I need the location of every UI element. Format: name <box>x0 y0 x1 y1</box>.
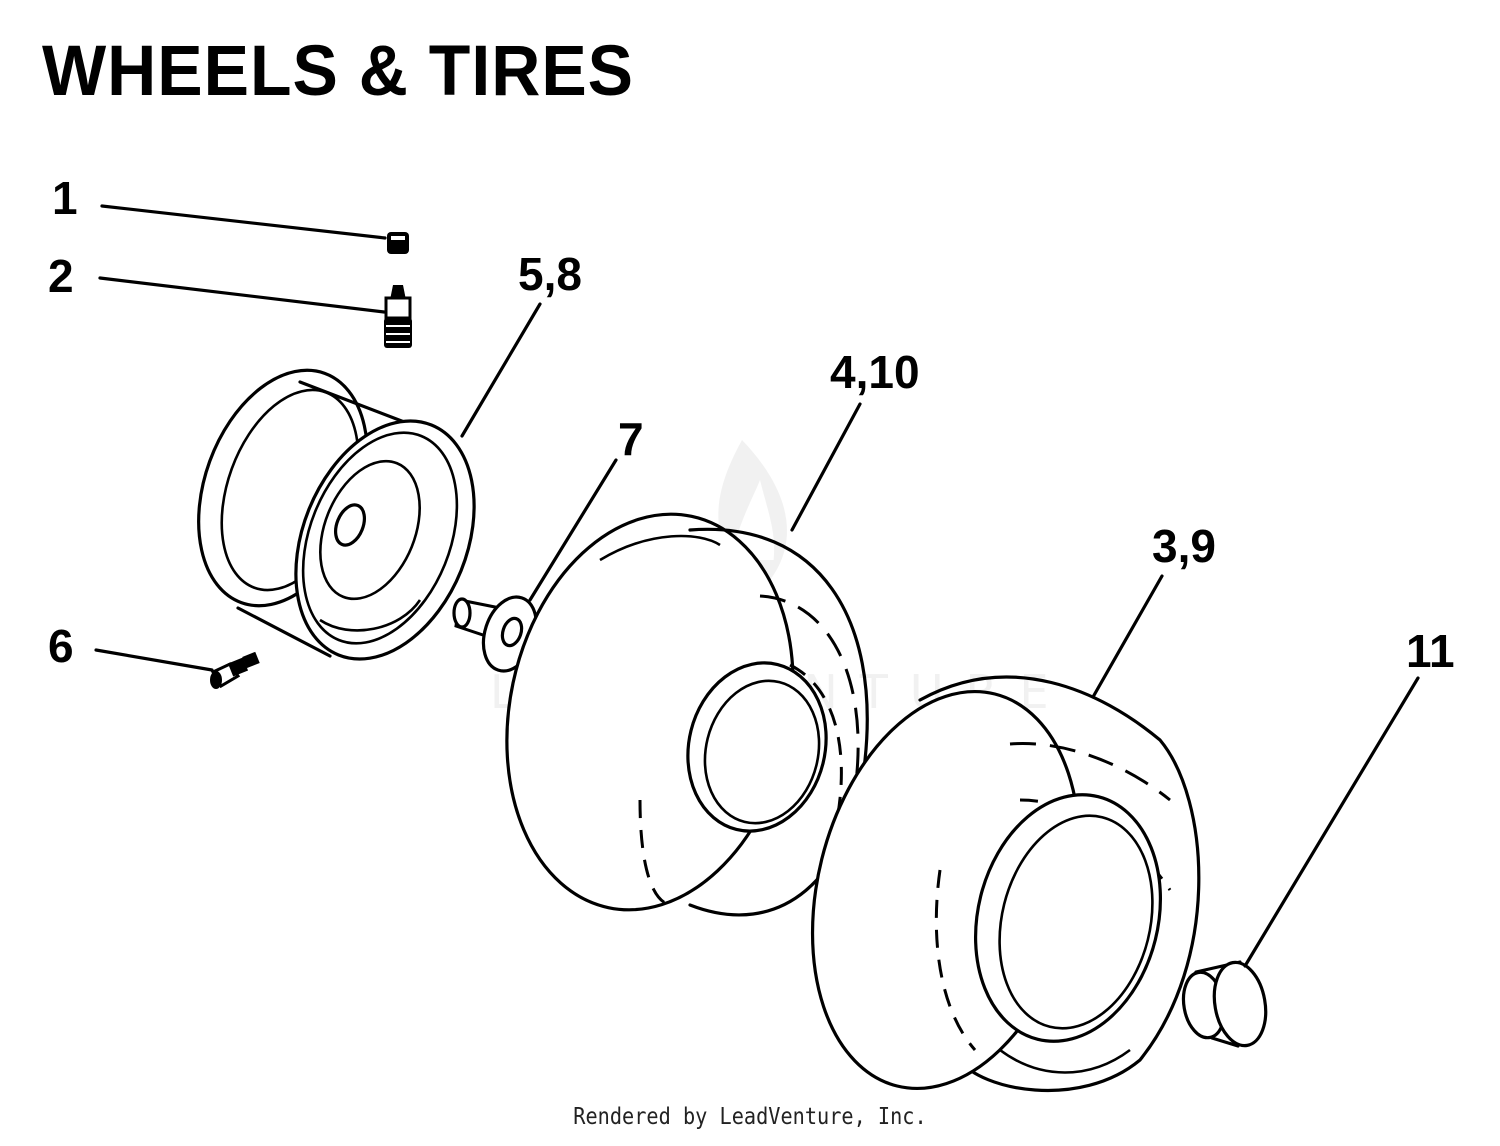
callout-7[interactable]: 7 <box>618 413 644 465</box>
callout-1[interactable]: 1 <box>52 172 78 224</box>
callout-labels: 1 2 5,8 6 7 4,10 3,9 11 <box>48 172 1455 677</box>
leader-line-5-8 <box>460 302 542 438</box>
callout-2[interactable]: 2 <box>48 250 74 302</box>
part-valve-stem[interactable] <box>384 285 412 348</box>
part-rear-tire[interactable] <box>773 663 1201 1117</box>
leader-line-6 <box>94 648 214 672</box>
callout-11[interactable]: 11 <box>1406 625 1455 677</box>
part-grease-fitting[interactable] <box>210 651 260 689</box>
part-front-tire[interactable] <box>471 487 869 936</box>
leader-line-2 <box>98 276 386 314</box>
part-bearing[interactable] <box>452 590 546 678</box>
part-hub-cap[interactable] <box>1179 958 1272 1049</box>
callout-5-8[interactable]: 5,8 <box>518 248 582 300</box>
callout-3-9[interactable]: 3,9 <box>1152 520 1216 572</box>
diagram-title: WHEELS & TIRES <box>42 31 635 111</box>
footer-credit: Rendered by LeadVenture, Inc. <box>573 1104 927 1130</box>
leader-line-4-10 <box>790 402 862 532</box>
leader-line-3-9 <box>1091 574 1164 699</box>
callout-6[interactable]: 6 <box>48 620 74 672</box>
callout-4-10[interactable]: 4,10 <box>830 346 920 398</box>
leader-lines <box>94 204 1420 968</box>
leader-line-1 <box>100 204 387 240</box>
part-wheel-rim[interactable] <box>168 347 508 686</box>
leader-line-11 <box>1243 676 1420 968</box>
leader-line-7 <box>528 458 618 602</box>
part-valve-cap[interactable] <box>387 232 409 254</box>
flame-logo-icon <box>718 440 787 580</box>
